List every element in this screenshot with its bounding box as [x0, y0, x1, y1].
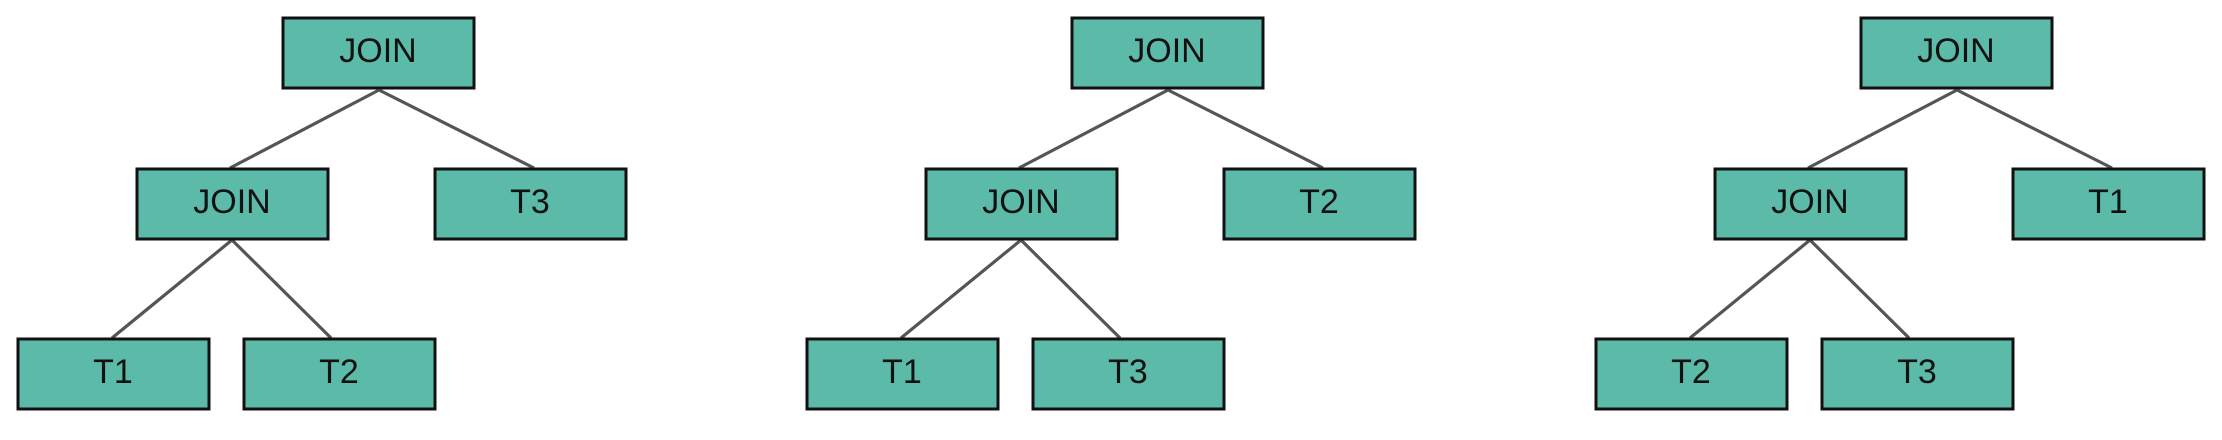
edge-root-to-right-leaf	[1167, 88, 1324, 170]
edge-root-to-right-leaf	[1956, 88, 2113, 170]
right-leaf-node: T3	[433, 167, 628, 241]
node-label: JOIN	[982, 183, 1059, 221]
edge-root-to-right-leaf	[378, 88, 535, 170]
node-label: T3	[1897, 353, 1937, 391]
inner-left-leaf-node: T2	[1594, 337, 1789, 411]
node-label: T2	[1671, 353, 1711, 391]
node-label: T2	[319, 353, 359, 391]
root-join-node: JOIN	[281, 16, 476, 90]
node-label: T1	[93, 353, 133, 391]
right-leaf-node: T2	[1222, 167, 1417, 241]
edge-root-to-inner-join	[229, 88, 380, 170]
inner-left-leaf-node: T1	[16, 337, 211, 411]
inner-right-leaf-node: T3	[1820, 337, 2015, 411]
root-join-node: JOIN	[1070, 16, 1265, 90]
join-tree-1: JOIN JOIN T3 T1 T2	[16, 16, 628, 411]
inner-right-leaf-node: T2	[242, 337, 437, 411]
node-label: JOIN	[339, 32, 416, 70]
edge-inner-join-to-right-leaf	[230, 238, 333, 340]
inner-join-node: JOIN	[924, 167, 1119, 241]
node-label: T3	[510, 183, 550, 221]
edge-inner-join-to-left-leaf	[899, 238, 1023, 340]
edge-root-to-inner-join	[1807, 88, 1958, 170]
node-label: JOIN	[1128, 32, 1205, 70]
node-label: JOIN	[193, 183, 270, 221]
node-label: JOIN	[1771, 183, 1848, 221]
node-label: T3	[1108, 353, 1148, 391]
inner-left-leaf-node: T1	[805, 337, 1000, 411]
edge-inner-join-to-right-leaf	[1808, 238, 1911, 340]
edge-inner-join-to-left-leaf	[1688, 238, 1812, 340]
node-label: T1	[882, 353, 922, 391]
join-tree-3: JOIN JOIN T1 T2 T3	[1594, 16, 2206, 411]
inner-right-leaf-node: T3	[1031, 337, 1226, 411]
edge-root-to-inner-join	[1018, 88, 1169, 170]
edge-inner-join-to-left-leaf	[110, 238, 234, 340]
root-join-node: JOIN	[1859, 16, 2054, 90]
right-leaf-node: T1	[2011, 167, 2206, 241]
inner-join-node: JOIN	[135, 167, 330, 241]
join-tree-2: JOIN JOIN T2 T1 T3	[805, 16, 1417, 411]
node-label: T1	[2088, 183, 2128, 221]
inner-join-node: JOIN	[1713, 167, 1908, 241]
node-label: JOIN	[1917, 32, 1994, 70]
edge-inner-join-to-right-leaf	[1019, 238, 1122, 340]
node-label: T2	[1299, 183, 1339, 221]
